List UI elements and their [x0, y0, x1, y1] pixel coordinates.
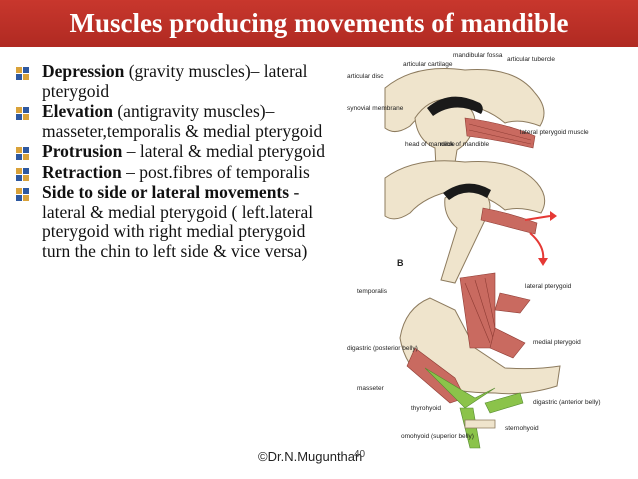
- item-text: (antigravity muscles)– masseter,temporal…: [42, 101, 323, 141]
- movement-arrow-down: [529, 232, 545, 261]
- label-digastric-anterior: digastric (anterior belly): [533, 399, 601, 406]
- bullet-icon: [16, 67, 29, 80]
- label-neck-of-mandible: neck of mandible: [440, 141, 490, 148]
- list-item: Elevation (antigravity muscles)– massete…: [14, 101, 334, 141]
- label-lateral-pterygoid: lateral pterygoid: [525, 283, 572, 290]
- item-term: Protrusion: [42, 141, 123, 161]
- item-term: Side to side or lateral movements: [42, 182, 290, 202]
- item-text: (gravity muscles)– lateral pterygoid: [42, 61, 308, 101]
- bullet-icon: [16, 147, 29, 160]
- label-thyrohyoid: thyrohyoid: [411, 405, 441, 412]
- slide-title: Muscles producing movements of mandible: [69, 8, 569, 38]
- page-number: 40: [354, 449, 366, 460]
- mandible-muscle-figure: articular cartilage mandibular fossa art…: [347, 52, 601, 449]
- list-item: Depression (gravity muscles)– lateral pt…: [14, 61, 334, 101]
- item-term: Retraction: [42, 161, 122, 182]
- item-text: – lateral & medial pterygoid: [122, 141, 326, 161]
- tmj-diagram-open: [384, 160, 546, 284]
- label-lateral-pterygoid-muscle: lateral pterygoid muscle: [520, 129, 589, 136]
- label-articular-cartilage: articular cartilage: [403, 61, 453, 68]
- title-bar: [0, 0, 638, 47]
- item-text: – post.fibres of temporalis: [121, 161, 310, 182]
- list-item: Protrusion – lateral & medial pterygoid: [14, 141, 334, 162]
- label-articular-tubercle: articular tubercle: [507, 56, 555, 63]
- label-synovial-membrane: synovial membrane: [347, 105, 404, 112]
- item-term: Depression: [42, 61, 125, 81]
- label-omohyoid: omohyoid (superior belly): [401, 433, 474, 440]
- item-term: Elevation: [42, 101, 113, 121]
- movement-arrow-right: [524, 215, 551, 221]
- mandible-muscles-diagram: [399, 272, 561, 449]
- label-digastric-posterior: digastric (posterior belly): [347, 345, 418, 352]
- bullet-icon: [16, 107, 29, 120]
- bullet-icon: [16, 167, 29, 181]
- label-articular-disc: articular disc: [347, 73, 384, 80]
- label-masseter: masseter: [357, 385, 385, 392]
- label-sternohyoid: sternohyoid: [505, 425, 539, 432]
- label-temporalis: temporalis: [357, 288, 388, 295]
- label-medial-pterygoid: medial pterygoid: [533, 339, 581, 346]
- label-head-of-mandible: head of mandible: [405, 141, 455, 148]
- label-mandibular-fossa: mandibular fossa: [453, 52, 503, 59]
- list-item: Retraction – post.fibres of temporalis: [14, 161, 334, 183]
- bullet-list: Depression (gravity muscles)– lateral pt…: [14, 61, 334, 262]
- list-item: Side to side or lateral movements - late…: [14, 182, 334, 261]
- panel-b-label: B: [397, 258, 404, 268]
- bullet-icon: [16, 188, 29, 201]
- item-text: - lateral & medial pterygoid ( left.late…: [42, 182, 314, 261]
- credit-text: ©Dr.N.Mugunthan: [258, 449, 363, 464]
- tmj-diagram-closed: [384, 67, 545, 189]
